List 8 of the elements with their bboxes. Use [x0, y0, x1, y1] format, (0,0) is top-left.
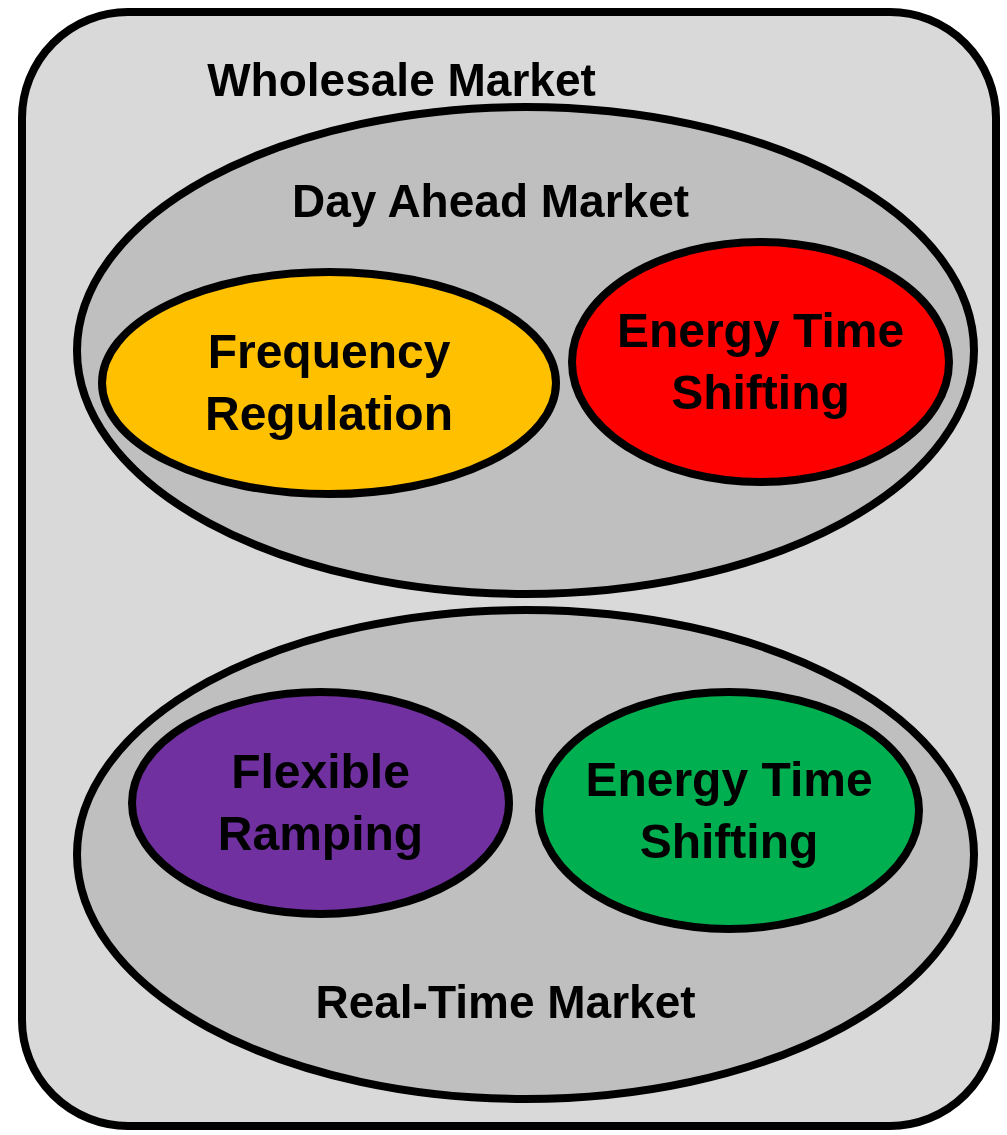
market-title: Day Ahead Market: [291, 175, 690, 227]
service-label: Flexible Ramping: [216, 744, 425, 862]
market-title: Wholesale Market: [207, 54, 596, 106]
market-panel: [18, 8, 1000, 1130]
service-label: Energy Time Shifting: [584, 751, 874, 870]
service-label: Frequency Regulation: [204, 324, 454, 442]
market-title: Real-Time Market: [315, 976, 696, 1028]
service-label: Energy Time Shifting: [615, 303, 906, 421]
